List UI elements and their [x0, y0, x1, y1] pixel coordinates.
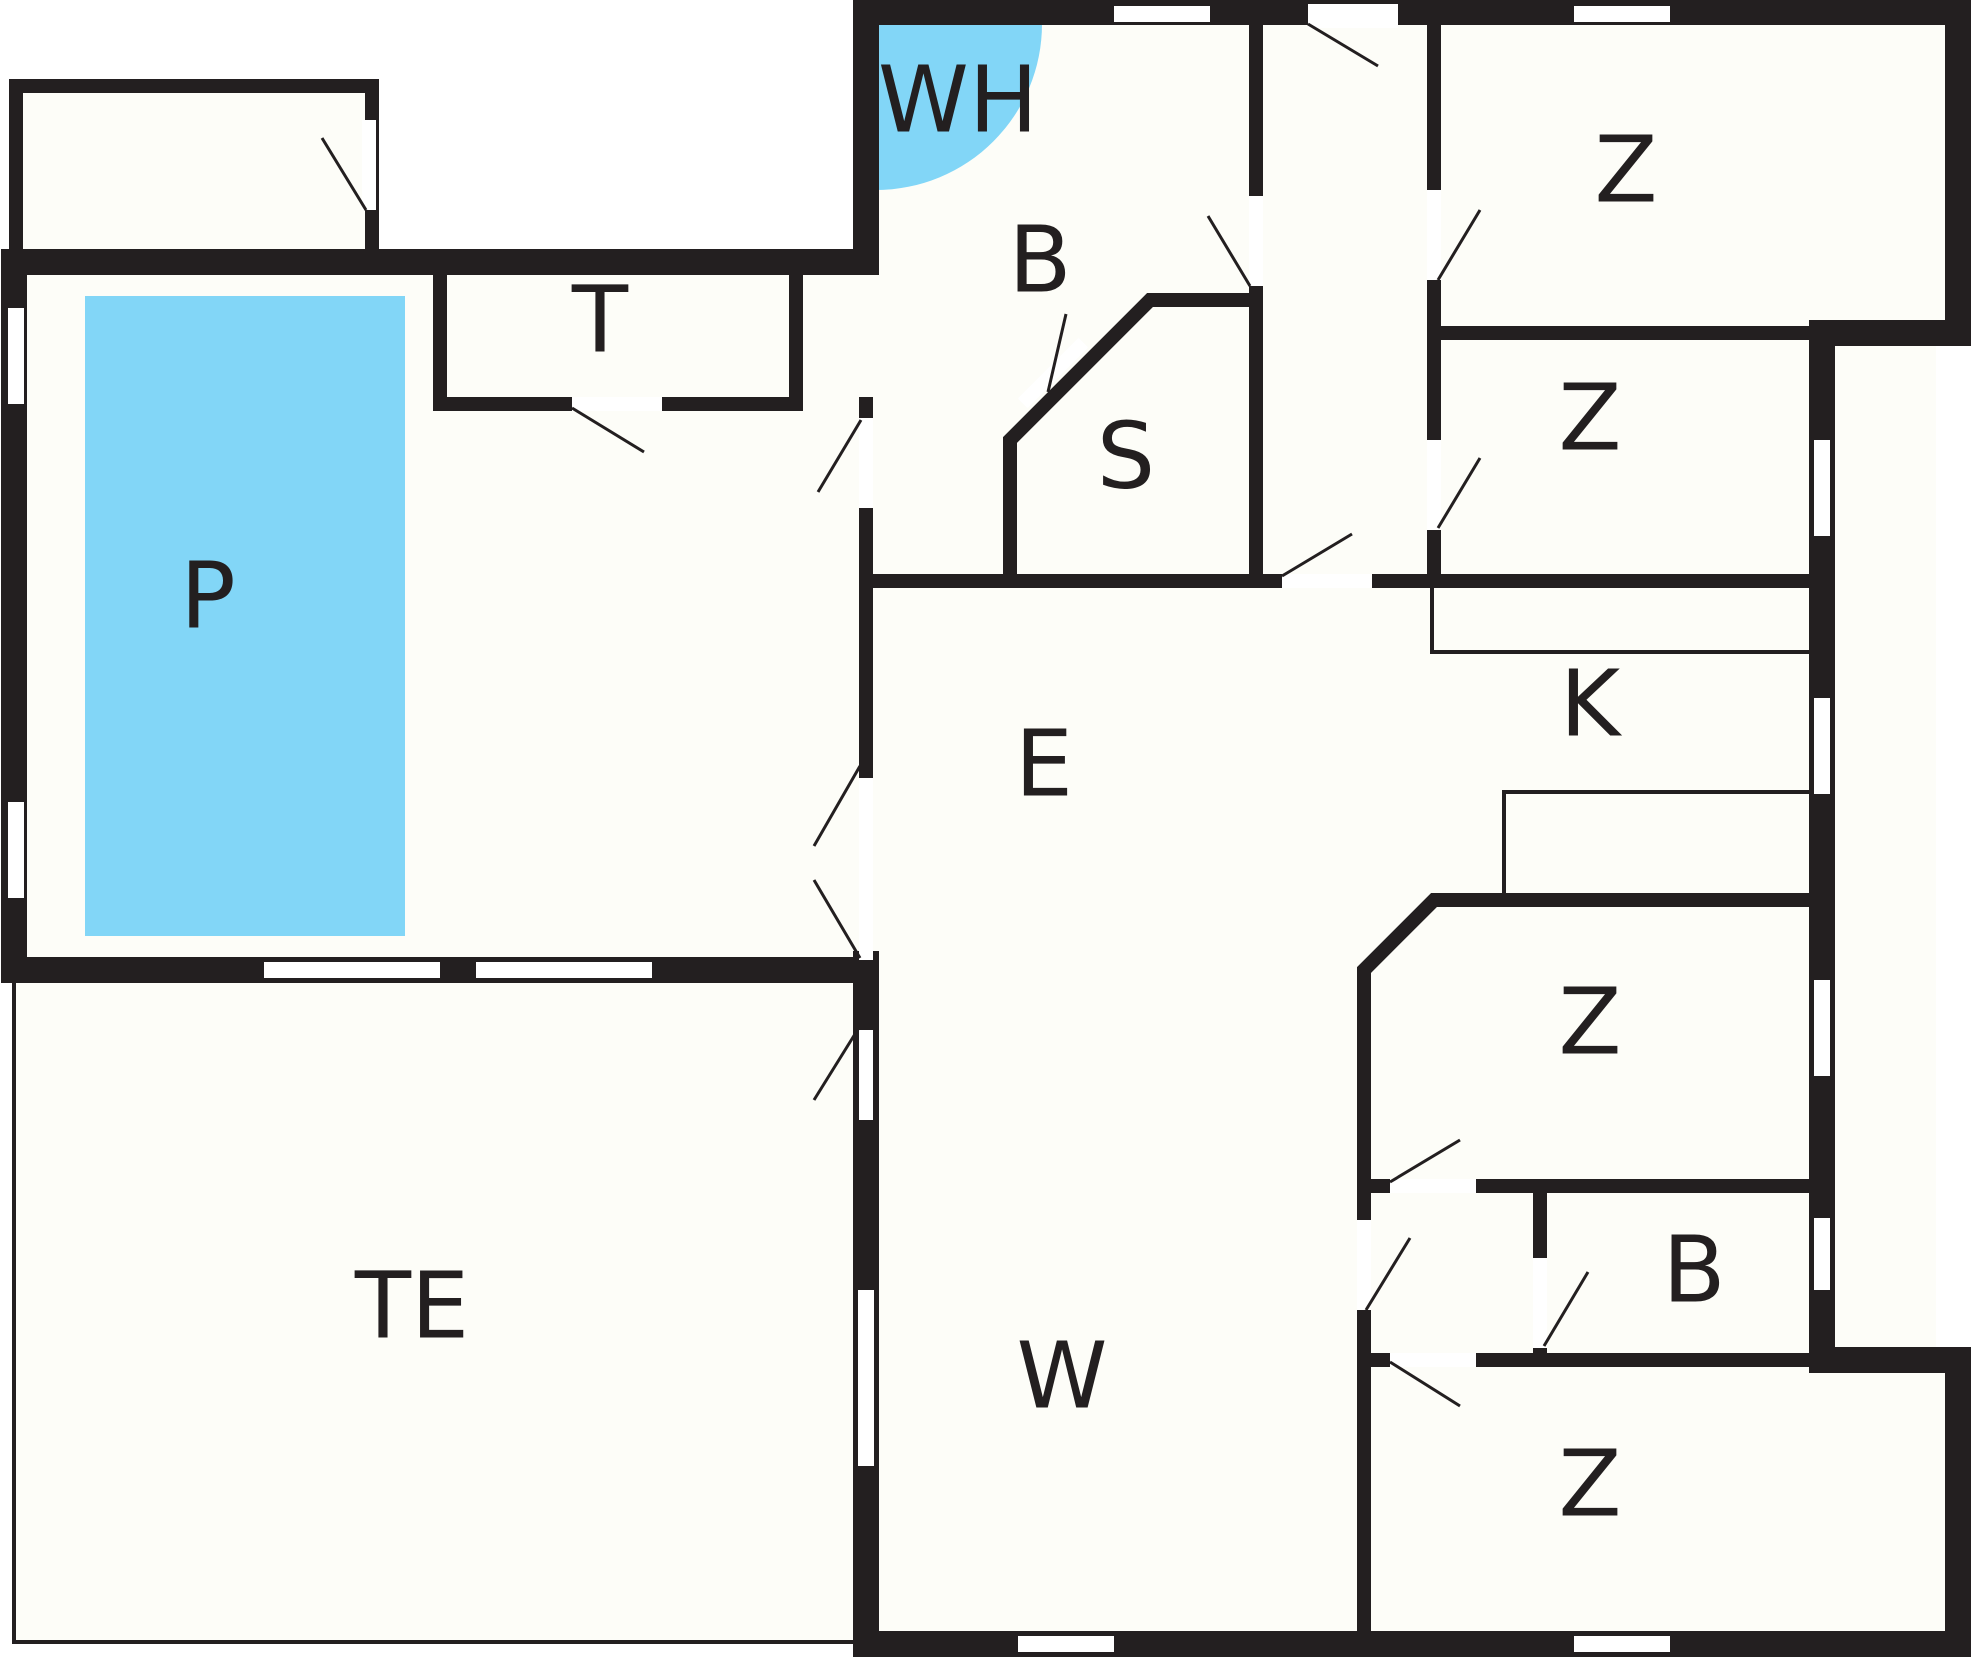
floor-areas — [14, 20, 1960, 1642]
openings — [8, 4, 1830, 1652]
door-z3 — [1389, 1138, 1461, 1184]
room-label-te: TE — [354, 1252, 469, 1359]
kitchen-counter-top — [1430, 586, 1816, 654]
door-hall — [816, 419, 863, 493]
room-label-p: P — [180, 542, 235, 649]
window-right-2 — [1814, 698, 1830, 794]
room-labels: WH B T S P E K Z Z Z B W Z TE — [180, 46, 1725, 1537]
door-pool-to-hall-b — [812, 879, 862, 959]
door-gap-hall-lower — [859, 778, 873, 960]
room-label-s: S — [1097, 402, 1155, 509]
door-gap-b-right — [1533, 1258, 1547, 1348]
window-bottom-2 — [1574, 1636, 1670, 1652]
door-gap-z4 — [1390, 1353, 1476, 1367]
window-pool-bottom-2 — [476, 962, 652, 978]
door-gap-hall — [859, 418, 873, 508]
window-left-1 — [8, 308, 24, 404]
floor-right-upper — [1430, 20, 1960, 338]
room-label-b-right: B — [1662, 1216, 1725, 1323]
floor-right-mid — [1430, 330, 1820, 1360]
room-label-k: K — [1560, 650, 1623, 757]
door-annex — [320, 137, 368, 211]
room-label-t: T — [571, 266, 629, 373]
door-z4 — [1389, 1360, 1461, 1408]
door-gap-z1 — [1427, 190, 1441, 280]
door-gap-bath — [1249, 196, 1263, 286]
door-pool-to-hall-a — [812, 765, 862, 847]
door-top-corridor — [1307, 22, 1379, 68]
window-right-3 — [1814, 980, 1830, 1076]
door-gap-t — [572, 397, 662, 411]
door-t — [571, 406, 645, 454]
door-gap-annex — [362, 120, 376, 210]
floor-right-lower — [1430, 1360, 1960, 1642]
opening-top-corridor — [1308, 4, 1398, 28]
window-right-1 — [1814, 440, 1830, 536]
door-swings — [320, 22, 1590, 1408]
room-label-z2: Z — [1558, 364, 1621, 471]
door-bath — [1206, 215, 1252, 287]
room-label-z1: Z — [1594, 116, 1657, 223]
room-label-b-top: B — [1008, 206, 1071, 313]
room-label-e: E — [1015, 710, 1073, 817]
door-gap-terrace — [859, 1030, 873, 1120]
window-top-2 — [1574, 6, 1670, 22]
window-left-2 — [8, 802, 24, 898]
door-terrace — [812, 1025, 862, 1101]
window-right-4 — [1814, 1218, 1830, 1290]
thin-lines — [12, 586, 1816, 1644]
room-label-wh: WH — [878, 46, 1038, 153]
door-z1 — [1436, 209, 1482, 281]
window-bottom-1 — [1018, 1636, 1114, 1652]
window-w-left — [858, 1290, 874, 1466]
door-gap-z3 — [1390, 1179, 1476, 1193]
room-label-w: W — [1017, 1322, 1108, 1429]
door-corridor — [1281, 532, 1353, 578]
door-gap-hall-b — [1357, 1220, 1371, 1310]
door-b-right — [1542, 1271, 1590, 1347]
floor-terrace — [14, 982, 854, 1642]
terrace-outline — [12, 982, 854, 1644]
window-top-1 — [1114, 6, 1210, 22]
door-gap-corridor — [1282, 574, 1372, 588]
window-pool-bottom-1 — [264, 962, 440, 978]
water-heater-quarter-circle — [876, 24, 1042, 190]
door-s — [1046, 313, 1068, 393]
door-hall-b — [1364, 1237, 1412, 1311]
kitchen-counter-bottom — [1502, 790, 1816, 896]
room-label-z3: Z — [1558, 968, 1621, 1075]
room-label-z4: Z — [1558, 1430, 1621, 1537]
door-gap-z2 — [1427, 440, 1441, 530]
floor-top-left-annex — [16, 86, 372, 250]
pool-area — [85, 296, 405, 936]
door-z2 — [1436, 457, 1482, 529]
